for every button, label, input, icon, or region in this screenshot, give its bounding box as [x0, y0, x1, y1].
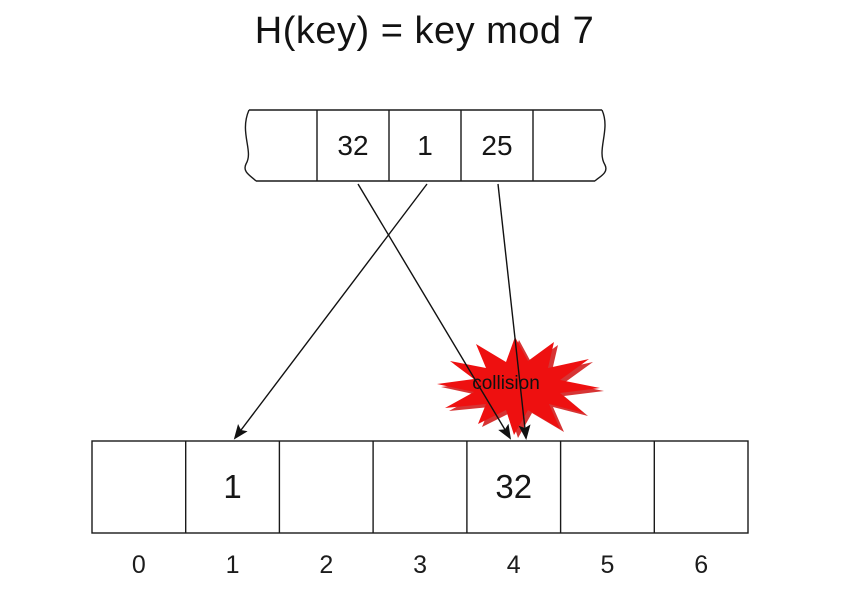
hash-table: 1 32	[92, 441, 748, 533]
collision-starburst	[437, 337, 604, 438]
index-label-4: 4	[506, 550, 521, 579]
index-label-6: 6	[694, 550, 709, 579]
input-cell-1: 1	[417, 129, 433, 161]
input-cell-right-partial	[533, 110, 605, 181]
arrow-25-to-slot4	[497, 183, 531, 440]
arrow-32-to-slot4	[357, 183, 512, 440]
input-array-outline	[244, 109, 607, 182]
index-label-2: 2	[319, 550, 334, 579]
hash-slot-0	[92, 441, 186, 533]
page-title: H(key) = key mod 7	[254, 10, 595, 52]
input-cell-left-partial	[245, 110, 317, 181]
hash-slot-4: 32	[495, 468, 533, 505]
index-label-0: 0	[131, 550, 146, 579]
hash-slot-3	[373, 441, 467, 533]
input-array: 32 1 25	[245, 110, 605, 181]
hash-slot-2	[279, 441, 373, 533]
collision-starburst-shape	[437, 337, 600, 435]
index-label-3: 3	[413, 550, 427, 579]
hash-slot-6	[654, 441, 748, 533]
index-label-5: 5	[600, 550, 615, 579]
input-array-left-torn-edge	[244, 109, 257, 182]
hash-slot-5	[561, 441, 655, 533]
hash-slot-1: 1	[223, 468, 242, 505]
input-cell-32: 32	[337, 129, 369, 161]
arrow-1-to-slot1	[233, 183, 428, 440]
hash-table-indices: 0 1 2 3 4 5 6	[92, 549, 748, 581]
input-array-right-torn-edge	[594, 109, 607, 182]
collision-label: collision	[472, 373, 540, 394]
mapping-arrows	[233, 183, 531, 440]
input-cell-25: 25	[481, 129, 513, 161]
hash-table-outline	[91, 440, 749, 534]
hash-table-border	[91, 440, 749, 534]
index-label-1: 1	[225, 550, 240, 579]
